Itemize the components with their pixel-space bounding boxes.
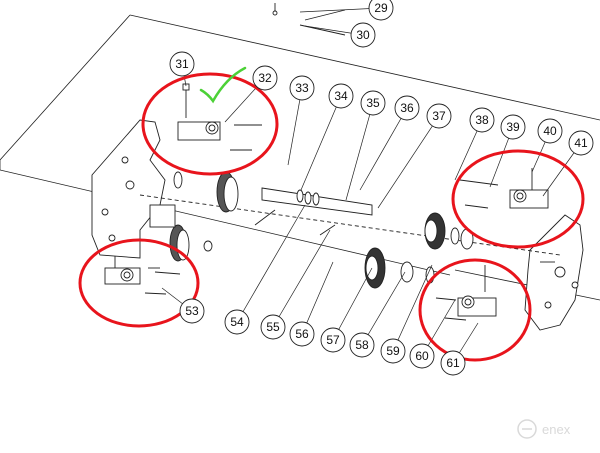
callout-32: 32 <box>252 65 278 91</box>
callout-circle <box>380 338 406 364</box>
callout-number: 35 <box>366 96 380 110</box>
callout-circle <box>500 114 526 140</box>
callout-circle <box>289 321 315 347</box>
callout-number: 33 <box>295 81 309 95</box>
callout-circle <box>224 309 250 335</box>
callout-56: 56 <box>289 321 315 347</box>
callout-circle <box>350 22 376 48</box>
callout-number: 34 <box>334 89 348 103</box>
callout-57: 57 <box>320 327 346 353</box>
callout-number: 39 <box>506 120 520 134</box>
callout-30: 30 <box>350 22 376 48</box>
callout-circle <box>320 327 346 353</box>
callout-40: 40 <box>537 118 563 144</box>
callout-leader-lines <box>161 7 582 364</box>
callout-53: 53 <box>179 298 205 324</box>
callout-55: 55 <box>260 314 286 340</box>
callout-circle <box>252 65 278 91</box>
callout-circle <box>328 83 354 109</box>
callout-37: 37 <box>426 103 452 129</box>
leader-line <box>301 261 334 335</box>
watermark-logo: enex <box>517 419 571 439</box>
callout-54: 54 <box>224 309 250 335</box>
leader-line <box>359 107 408 191</box>
callout-58: 58 <box>349 332 375 358</box>
right-frame <box>524 214 584 331</box>
callout-number: 59 <box>386 344 400 358</box>
watermark-text: enex <box>542 422 571 437</box>
left-frame <box>91 119 166 259</box>
bracket-bottom-left <box>104 256 181 295</box>
callout-60: 60 <box>409 343 435 369</box>
callout-circle <box>409 343 435 369</box>
leader-line <box>299 7 382 13</box>
leader-line <box>361 271 406 346</box>
highlight-circle-bottom-left <box>78 238 200 328</box>
leader-line <box>236 204 306 323</box>
leader-line <box>392 264 433 352</box>
callout-35: 35 <box>360 90 386 116</box>
callout-circle <box>368 0 394 21</box>
callout-41: 41 <box>568 130 594 156</box>
callout-61: 61 <box>440 350 466 376</box>
callout-number: 61 <box>446 356 460 370</box>
callout-circle <box>568 130 594 156</box>
callout-circle <box>440 350 466 376</box>
bracket-top-right <box>459 168 549 209</box>
callout-29: 29 <box>368 0 394 21</box>
callout-number: 40 <box>543 124 557 138</box>
callout-circle <box>426 103 452 129</box>
callout-number: 38 <box>475 113 489 127</box>
leader-line <box>332 267 373 341</box>
highlight-circles <box>78 72 585 362</box>
callout-circle <box>179 298 205 324</box>
callout-number: 56 <box>295 327 309 341</box>
callout-number: 30 <box>356 28 370 42</box>
callout-31: 31 <box>169 51 195 77</box>
callout-circle <box>289 75 315 101</box>
callout-number: 36 <box>400 101 414 115</box>
center-shaft-assembly <box>139 171 561 289</box>
callout-33: 33 <box>289 75 315 101</box>
callout-number: 53 <box>185 304 199 318</box>
leader-line <box>287 87 303 166</box>
callout-number: 31 <box>175 57 189 71</box>
callout-circle <box>394 95 420 121</box>
callout-59: 59 <box>380 338 406 364</box>
checkmark-icon <box>199 66 247 104</box>
callout-39: 39 <box>500 114 526 140</box>
callout-circle <box>469 107 495 133</box>
leader-line <box>300 95 342 191</box>
leader-line <box>345 102 374 201</box>
callout-circle <box>260 314 286 340</box>
callout-number: 29 <box>374 1 388 15</box>
callout-number: 57 <box>326 333 340 347</box>
callout-number: 58 <box>355 338 369 352</box>
highlight-circle-bottom-right <box>418 258 532 362</box>
callout-circle <box>349 332 375 358</box>
callout-number: 32 <box>258 71 272 85</box>
callout-number: 55 <box>266 320 280 334</box>
bracket-top-left <box>177 83 262 151</box>
callout-38: 38 <box>469 107 495 133</box>
callout-circle <box>360 90 386 116</box>
callout-circle <box>537 118 563 144</box>
callout-bubbles: 29 30 31 32 33 34 35 36 37 38 39 40 41 53 54 55 56 57 58 59… <box>169 0 594 376</box>
leader-line <box>272 229 331 328</box>
highlight-circle-top-left <box>141 72 279 176</box>
callout-circle <box>169 51 195 77</box>
callout-number: 41 <box>574 136 588 150</box>
callout-34: 34 <box>328 83 354 109</box>
highlight-circle-top-right <box>451 149 585 249</box>
leader-line <box>377 115 440 209</box>
callout-number: 60 <box>415 349 429 363</box>
callout-36: 36 <box>394 95 420 121</box>
bracket-bottom-right <box>435 265 497 321</box>
callout-number: 37 <box>432 109 446 123</box>
callout-number: 54 <box>230 315 244 329</box>
